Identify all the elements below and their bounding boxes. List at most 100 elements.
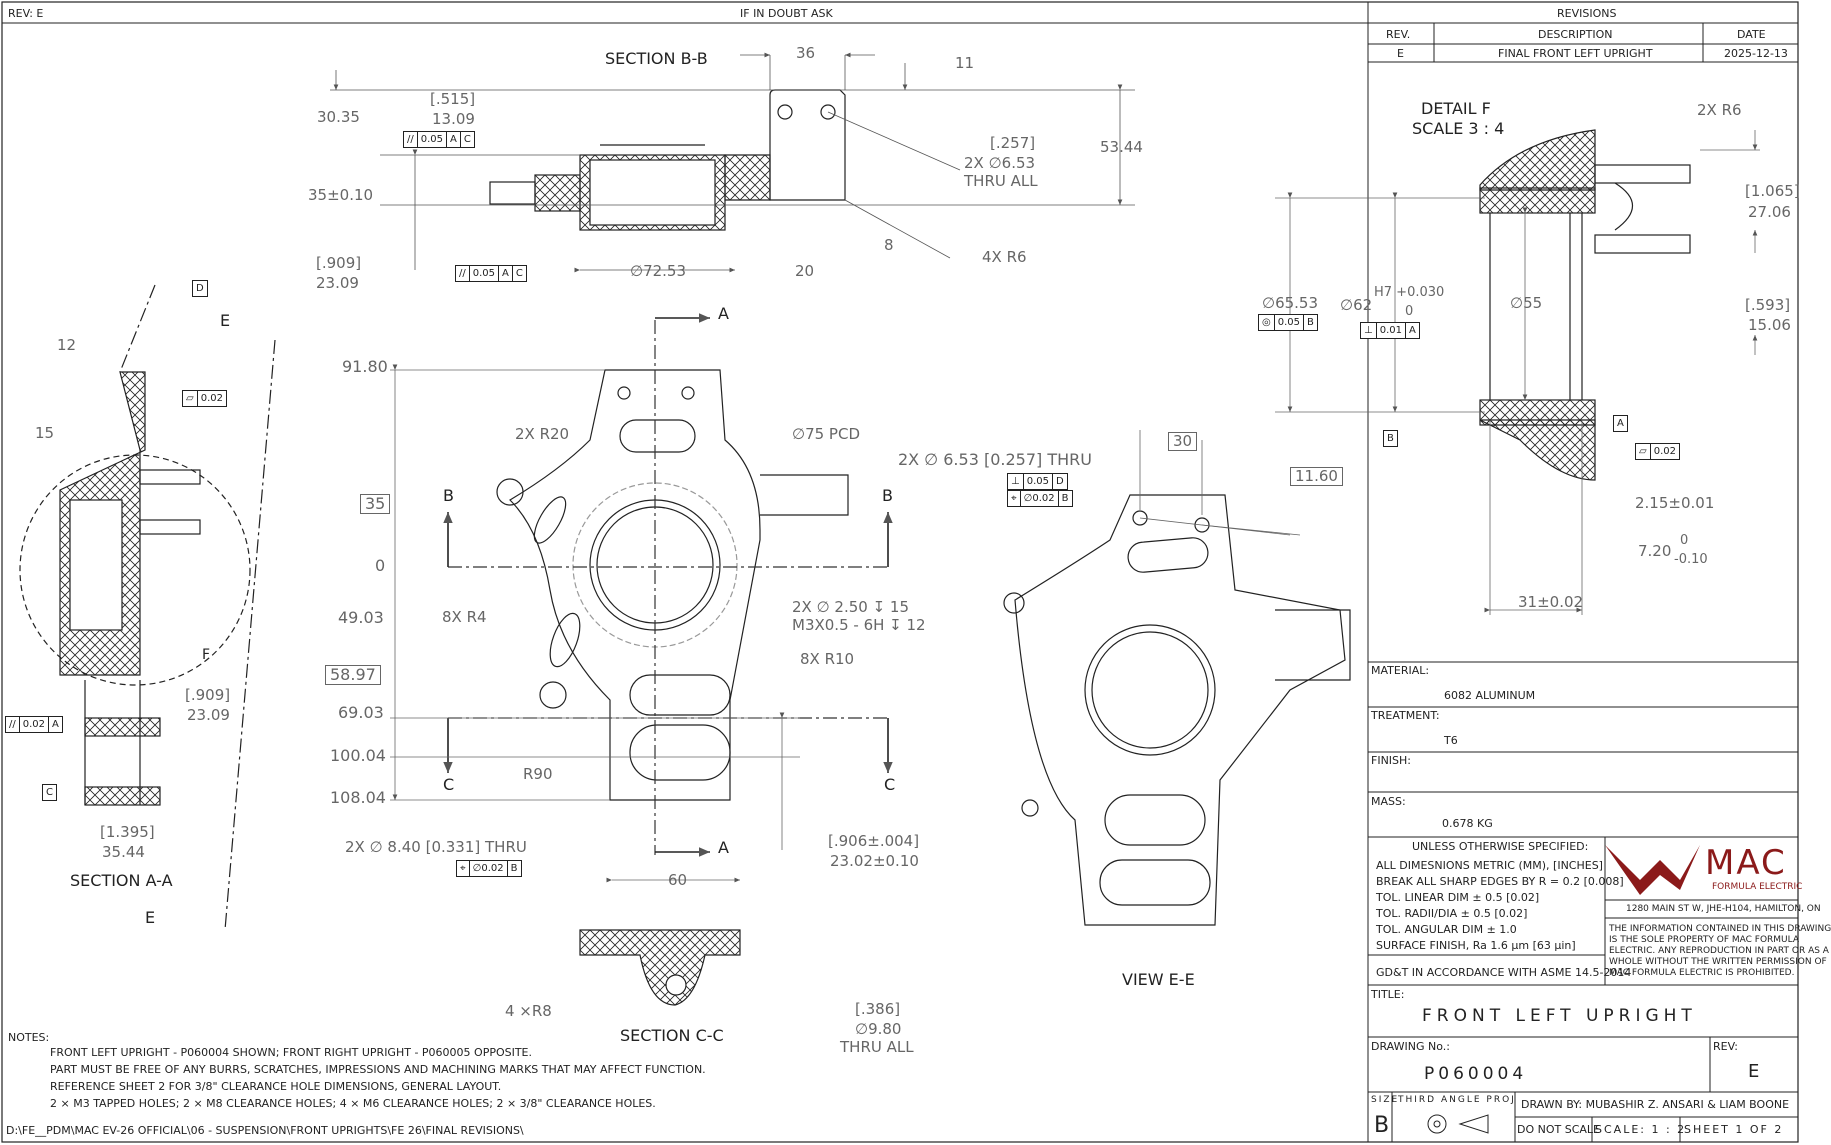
size-label: SIZE [1371,1095,1400,1105]
dim-72-53: ∅72.53 [630,262,687,280]
rev-header-label: REV: E [8,7,44,20]
spec-line-2: BREAK ALL SHARP EDGES BY R = 0.2 [0.008] [1376,875,1624,888]
mass-label: MASS: [1371,795,1406,808]
dim-15-06: 15.06 [1748,316,1791,334]
dim-35-44: 35.44 [102,843,145,861]
dim-53-44: 53.44 [1100,138,1143,156]
dim-31: 31±0.02 [1518,593,1584,611]
revisions-col-desc: DESCRIPTION [1538,28,1613,41]
dim-23-09-bb: 23.09 [316,274,359,292]
address: 1280 MAIN ST W, JHE-H104, HAMILTON, ON [1626,904,1821,914]
y-69-03: 69.03 [338,703,384,722]
spec-line-3: TOL. LINEAR DIM ± 0.5 [0.02] [1376,891,1540,904]
dim-13-09: 13.09 [432,110,475,128]
y-100-04: 100.04 [330,746,386,765]
proprietary-4: WHOLE WITHOUT THE WRITTEN PERMISSION OF [1609,957,1827,967]
section-label-a-top: A [718,304,729,323]
mass-value: 0.678 KG [1442,817,1493,830]
drawing-number: P060004 [1424,1064,1528,1084]
radius-4x-r6: 4X R6 [982,248,1027,266]
y-35: 35 [360,494,391,514]
note-line-4: 2 × M3 TAPPED HOLES; 2 × M8 CLEARANCE HO… [50,1097,656,1110]
datum-c-aa: C [42,784,57,801]
drawing-title: FRONT LEFT UPRIGHT [1422,1006,1697,1026]
spec-line-4: TOL. RADII/DIA ± 0.5 [0.02] [1376,907,1528,920]
revision-row-desc: FINAL FRONT LEFT UPRIGHT [1498,47,1653,60]
section-label-c-right: C [884,775,896,794]
detail-f-scale: SCALE 3 : 4 [1412,119,1505,138]
dim-2-15: 2.15±0.01 [1635,494,1715,512]
pcd-callout: ∅75 PCD [792,425,860,443]
radius-2x-r20: 2X R20 [515,425,570,443]
proprietary-5: MAC FORMULA ELECTRIC IS PROHIBITED. [1609,968,1795,978]
dim-11: 11 [955,54,975,72]
y-108-04: 108.04 [330,788,386,807]
tapped-hole-1: 2X ∅ 2.50 ↧ 15 [792,598,910,616]
section-cc-title: SECTION C-C [620,1026,724,1045]
spec-line-6: SURFACE FINISH, Ra 1.6 μm [63 μin] [1376,939,1576,952]
section-label-b-right: B [882,486,893,505]
revisions-title: REVISIONS [1557,7,1617,20]
dim-36: 36 [796,44,816,62]
y-58-97: 58.97 [325,665,381,685]
material-label: MATERIAL: [1371,664,1430,677]
title-label: TITLE: [1371,988,1405,1001]
note-line-1: FRONT LEFT UPRIGHT - P060004 SHOWN; FRON… [50,1046,533,1059]
datum-b-detail: B [1383,430,1398,447]
notes-title: NOTES: [8,1031,50,1044]
dim-55: ∅55 [1510,294,1543,312]
dim-27-06: 27.06 [1748,203,1791,221]
mac-logo-icon [1605,845,1700,895]
section-bb-title: SECTION B-B [605,49,708,68]
radius-2x-r6-detail: 2X R6 [1697,101,1742,119]
y-0: 0 [375,556,386,575]
tol-7-20-b: -0.10 [1674,552,1708,567]
section-label-a-bottom: A [718,838,729,857]
tol-62-upper: H7 +0.030 [1374,285,1445,300]
material-value: 6082 ALUMINUM [1444,689,1536,702]
treatment-label: TREATMENT: [1371,709,1440,722]
drawn-by: DRAWN BY: MUBASHIR Z. ANSARI & LIAM BOON… [1521,1098,1790,1111]
proprietary-3: ELECTRIC. ANY REPRODUCTION IN PART OR AS… [1609,946,1829,956]
datum-a-detail: A [1613,415,1628,432]
dim-257: [.257] [990,134,1036,152]
logo-text: MAC [1705,843,1787,883]
spec-title: UNLESS OTHERWISE SPECIFIED: [1412,840,1589,853]
dim-909-aa: [.909] [185,686,231,704]
sheet-value: SHEET 1 OF 2 [1684,1123,1784,1136]
hole-callout-ee: 2X ∅ 6.53 [0.257] THRU [898,450,1092,469]
dim-62: ∅62 [1340,296,1373,314]
scale-value: SCALE: 1 : 2 [1595,1123,1687,1136]
y-49-03: 49.03 [338,608,384,627]
dim-593: [.593] [1745,296,1791,314]
finish-label: FINISH: [1371,754,1412,767]
size-value: B [1374,1113,1390,1138]
dim-8: 8 [884,236,894,254]
drawing-number-label: DRAWING No.: [1371,1040,1450,1053]
hole-8-40-callout: 2X ∅ 8.40 [0.331] THRU [345,838,527,856]
view-label-e-bottom: E [145,908,156,927]
spec-line-5: TOL. ANGULAR DIM ± 1.0 [1376,923,1517,936]
dim-15-aa: 15 [35,424,55,442]
doubt-note: IF IN DOUBT ASK [740,7,833,20]
note-line-3: REFERENCE SHEET 2 FOR 3/8" CLEARANCE HOL… [50,1080,502,1093]
dim-30-ee: 30 [1168,432,1198,451]
thru-all-cc: THRU ALL [840,1038,914,1056]
dim-30-35: 30.35 [317,108,360,126]
spec-line-1: ALL DIMESNIONS METRIC (MM), [INCHES] [1376,859,1603,872]
proprietary-2: IS THE SOLE PROPERTY OF MAC FORMULA [1609,935,1800,945]
detail-label-f: F [202,647,211,663]
note-line-2: PART MUST BE FREE OF ANY BURRS, SCRATCHE… [50,1063,706,1076]
radius-4x-r8: 4 ×R8 [505,1002,552,1020]
dim-12-aa: 12 [57,336,77,354]
y-91-80: 91.80 [342,357,388,376]
section-label-c-left: C [443,775,455,794]
view-ee-title: VIEW E-E [1122,970,1195,989]
radius-8x-r4: 8X R4 [442,608,487,626]
